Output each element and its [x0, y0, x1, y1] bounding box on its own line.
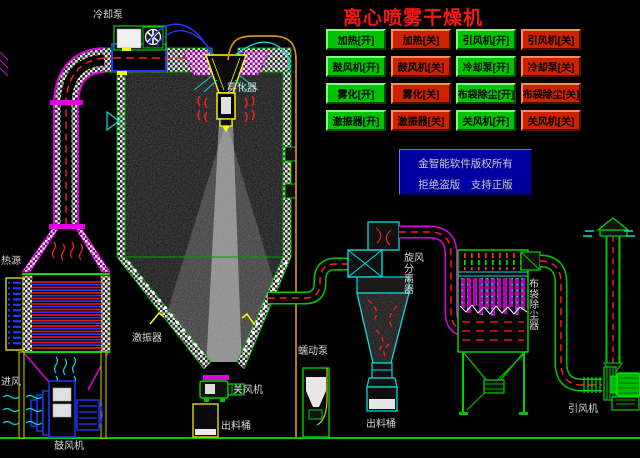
copyright-line1: 金智能软件版权所有	[418, 158, 513, 170]
label-discharge-bucket-left: 出料桶	[221, 421, 251, 432]
bagfilter-outlet-pipe	[539, 254, 602, 393]
spray-chamber	[106, 63, 297, 370]
label-feed-pump: 蠕动泵	[298, 346, 328, 357]
button-bag-filter-off[interactable]: 布袋除尘[关]	[521, 83, 581, 104]
blower	[30, 380, 103, 438]
intake-elbow-pipe	[21, 47, 111, 273]
label-vibrator: 激振器	[132, 333, 162, 344]
cooling-pump	[113, 23, 218, 61]
button-vibrator-on[interactable]: 激振器[开]	[326, 110, 386, 131]
transfer-pipe	[268, 257, 348, 305]
label-discharge-bucket-right: 出料桶	[366, 419, 396, 430]
label-rotary-valve: 关风机	[233, 385, 263, 396]
button-rotary-valve-off[interactable]: 关风机[关]	[521, 110, 581, 131]
copyright-panel: 金智能软件版权所有 拒绝盗版 支持正版	[399, 149, 532, 195]
button-induced-fan-on[interactable]: 引风机[开]	[456, 29, 516, 50]
label-induced-fan: 引风机	[568, 404, 598, 415]
button-blower-on[interactable]: 鼓风机[开]	[326, 56, 386, 77]
discharge-bucket-left	[192, 403, 219, 438]
induced-fan	[603, 366, 640, 411]
label-atomizer: 雾化器	[227, 83, 257, 94]
atomizer	[183, 51, 269, 132]
label-air-inlet: 进风	[1, 377, 21, 388]
button-cooling-pump-off[interactable]: 冷却泵[关]	[521, 56, 581, 77]
feed-tank	[302, 367, 330, 438]
label-blower: 鼓风机	[54, 441, 84, 452]
button-atomize-off[interactable]: 雾化[关]	[391, 83, 451, 104]
copyright-line2: 拒绝盗版 支持正版	[418, 179, 513, 191]
feed-line	[227, 35, 297, 437]
control-button-grid: 加热[开] 加热[关] 引风机[开] 引风机[关] 鼓风机[开] 鼓风机[关] …	[326, 29, 581, 131]
rotary-valve	[199, 375, 245, 402]
page-title: 离心喷雾干燥机	[343, 8, 484, 29]
cyclone	[347, 221, 410, 412]
bag-filter	[457, 249, 541, 415]
label-heat-source: 热源	[1, 256, 21, 267]
button-atomize-on[interactable]: 雾化[开]	[326, 83, 386, 104]
button-heat-on[interactable]: 加热[开]	[326, 29, 386, 50]
button-vibrator-off[interactable]: 激振器[关]	[391, 110, 451, 131]
heater	[5, 273, 111, 439]
button-rotary-valve-on[interactable]: 关风机[开]	[456, 110, 516, 131]
button-heat-off[interactable]: 加热[关]	[391, 29, 451, 50]
label-cyclone: 旋风 分 离 器	[404, 253, 424, 296]
label-bag-filter: 布 袋 除 尘 器	[529, 279, 539, 332]
button-blower-off[interactable]: 鼓风机[关]	[391, 56, 451, 77]
button-cooling-pump-on[interactable]: 冷却泵[开]	[456, 56, 516, 77]
exhaust-stack	[583, 217, 635, 373]
button-bag-filter-on[interactable]: 布袋除尘[开]	[456, 83, 516, 104]
label-cooling-pump: 冷却泵	[93, 10, 123, 21]
button-induced-fan-off[interactable]: 引风机[关]	[521, 29, 581, 50]
